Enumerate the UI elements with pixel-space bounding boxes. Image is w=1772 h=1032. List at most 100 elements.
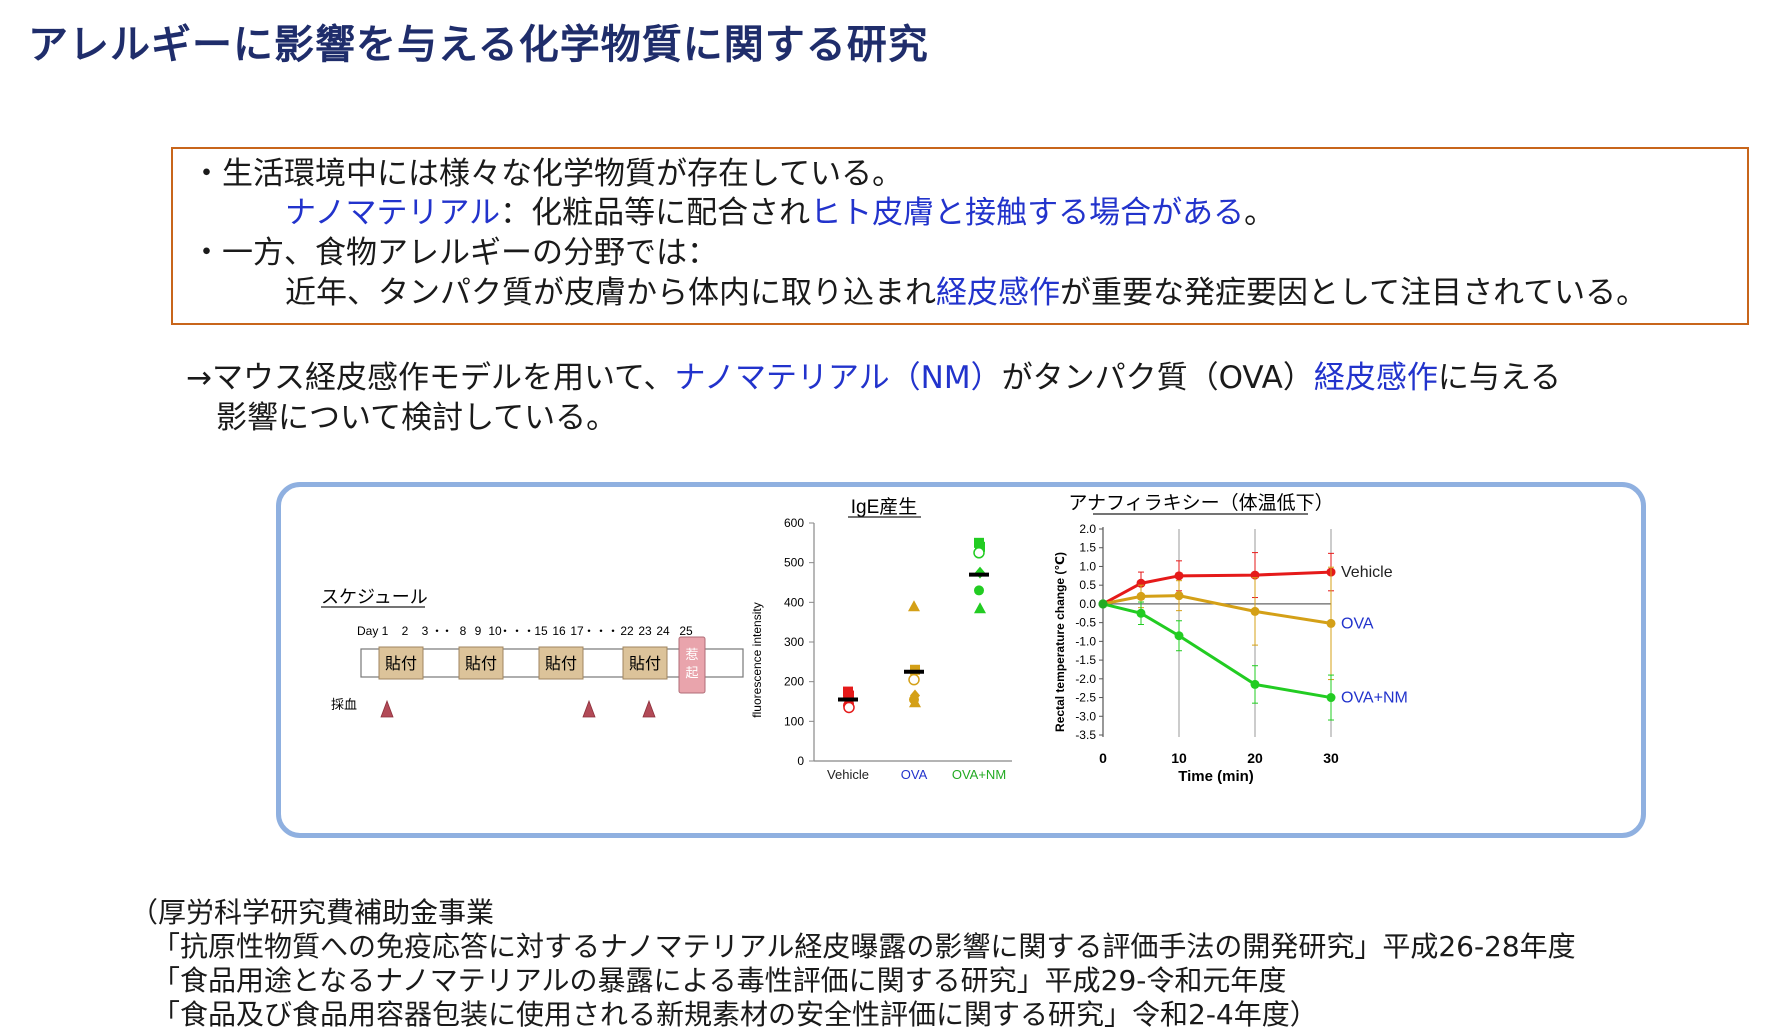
- ige-y-tick-label: 300: [784, 635, 804, 649]
- schedule-title: スケジュール: [321, 587, 428, 607]
- temp-point: [1326, 693, 1336, 703]
- ige-point: [908, 673, 920, 686]
- day-tick: 24: [656, 624, 670, 638]
- temp-x-tick-label: 0: [1099, 750, 1107, 766]
- temp-y-tick-label: -1.0: [1075, 634, 1096, 648]
- text-segment: →マウス経皮感作モデルを用いて、: [186, 360, 675, 396]
- text-segment: 。: [1244, 195, 1276, 231]
- ige-x-tick-label: OVA: [901, 767, 928, 782]
- temp-point: [1250, 679, 1260, 689]
- temp-y-tick-label: -2.0: [1075, 672, 1096, 686]
- temp-series-line: [1102, 594, 1332, 625]
- temp-point: [1250, 606, 1260, 616]
- patch-label: 貼付: [385, 655, 417, 673]
- day-tick: 1: [382, 624, 389, 638]
- temp-y-tick-label: 0.0: [1079, 597, 1096, 611]
- temp-point: [1098, 599, 1108, 609]
- ige-chart: IgE産生 fluorescence intensity 01002003004…: [750, 496, 1012, 782]
- patch-box: [458, 646, 504, 680]
- day-label: Day: [357, 624, 378, 638]
- temp-y-tick-label: -1.5: [1075, 653, 1096, 667]
- text-segment: ：化粧品等に配合され: [500, 195, 811, 231]
- bullet-2: ・一方、食物アレルギーの分野では：: [191, 235, 718, 271]
- blood-label: 採血: [331, 697, 357, 712]
- highlight-nanomaterial: ナノマテリアル: [285, 195, 501, 231]
- day-tick: 2: [402, 624, 409, 638]
- conclusion-line-2: 影響について検討している。: [216, 400, 618, 436]
- patch-label: 貼付: [629, 655, 661, 673]
- day-tick: 22: [620, 624, 634, 638]
- reference-line-2: 「抗原性物質への免疫応答に対するナノマテリアル経皮曝露の影響に関する評価手法の開…: [152, 930, 1576, 963]
- temp-x-tick-label: 20: [1247, 750, 1263, 766]
- ige-points: [838, 537, 989, 714]
- temp-y-tick-label: 2.0: [1079, 522, 1096, 536]
- temp-y-tick-label: 0.5: [1079, 578, 1096, 592]
- temperature-chart-title: アナフィラキシー（体温低下）: [1068, 492, 1333, 514]
- ige-point: [973, 547, 985, 559]
- temp-x-axis-label: Time (min): [1178, 768, 1254, 785]
- ige-y-tick-label: 200: [784, 675, 804, 689]
- challenge-box: [678, 636, 706, 694]
- ige-x-tick-label: Vehicle: [827, 767, 869, 782]
- day-tick: 9: [475, 624, 482, 638]
- reference-line-4: 「食品及び食品用容器包装に使用される新規素材の安全性評価に関する研究」令和2-4…: [152, 998, 1318, 1031]
- ige-x-tick-label: OVA+NM: [952, 767, 1006, 782]
- patch-box: [378, 646, 424, 680]
- ige-point: [843, 701, 855, 714]
- patch-box: [538, 646, 584, 680]
- page-title: アレルギーに影響を与える化学物質に関する研究: [28, 22, 929, 68]
- temp-point: [1174, 591, 1184, 601]
- ige-y-tick-label: 100: [784, 714, 804, 728]
- text-segment: が重要な発症要因として注目されている。: [1060, 275, 1648, 311]
- temp-y-axis-label: Rectal temperature change (℃): [1053, 552, 1067, 732]
- temp-y-tick-label: -3.5: [1075, 728, 1096, 742]
- temp-point: [1326, 618, 1336, 628]
- blood-markers: [380, 699, 656, 718]
- temp-point: [1136, 591, 1146, 601]
- day-tick: 23: [638, 624, 652, 638]
- highlight-percutaneous: 経皮感作: [1313, 360, 1438, 396]
- temp-series-label: Vehicle: [1341, 564, 1393, 581]
- day-tick: ・・・: [583, 624, 619, 638]
- ige-y-axis-label: fluorescence intensity: [750, 602, 764, 717]
- temp-point: [1174, 571, 1184, 581]
- ige-point: [908, 600, 920, 612]
- patch-label: 貼付: [545, 655, 577, 673]
- ige-y-tick-label: 400: [784, 595, 804, 609]
- bullet-1-detail: ナノマテリアル：化粧品等に配合されヒト皮膚と接触する場合がある。: [285, 194, 1275, 232]
- ige-y-tick-label: 0: [797, 754, 804, 768]
- day-tick: 3: [422, 624, 429, 638]
- reference-line-1: （厚労科学研究費補助金事業: [130, 896, 495, 929]
- day-tick: ・・・: [499, 624, 535, 638]
- day-tick: 15: [534, 624, 548, 638]
- temp-point: [1136, 608, 1146, 618]
- blood-sampling-marker: [380, 699, 394, 718]
- temp-point: [1174, 631, 1184, 641]
- temperature-chart: アナフィラキシー（体温低下） Rectal temperature change…: [1053, 492, 1408, 785]
- blood-sampling-marker: [582, 699, 596, 718]
- temp-y-tick-label: -3.0: [1075, 709, 1096, 723]
- day-tick: 10: [488, 624, 502, 638]
- text-segment: がタンパク質（OVA）: [1001, 360, 1314, 396]
- temp-x-tick-label: 30: [1323, 750, 1339, 766]
- ige-y-tick-label: 500: [784, 556, 804, 570]
- temp-y-ticks: 2.01.51.00.50.0-0.5-1.0-1.5-2.0-2.5-3.0-…: [1075, 522, 1103, 742]
- day-tick: 17: [570, 624, 584, 638]
- temp-y-tick-label: 1.0: [1079, 559, 1096, 573]
- temp-series-line: [1102, 570, 1332, 606]
- patch-label: 貼付: [465, 655, 497, 673]
- summary-box: ・生活環境中には様々な化学物質が存在している。 ナノマテリアル：化粧品等に配合さ…: [171, 147, 1749, 325]
- highlight-nm: ナノマテリアル（NM）: [674, 360, 1002, 396]
- day-tick: 8: [460, 624, 467, 638]
- temp-y-tick-label: -0.5: [1075, 616, 1096, 630]
- ige-x-ticks: Vehicle OVA OVA+NM: [827, 767, 1006, 782]
- bullet-2-detail: 近年、タンパク質が皮膚から体内に取り込まれ経皮感作が重要な発症要因として注目され…: [285, 274, 1647, 312]
- highlight-skin-contact: ヒト皮膚と接触する場合がある: [810, 195, 1245, 231]
